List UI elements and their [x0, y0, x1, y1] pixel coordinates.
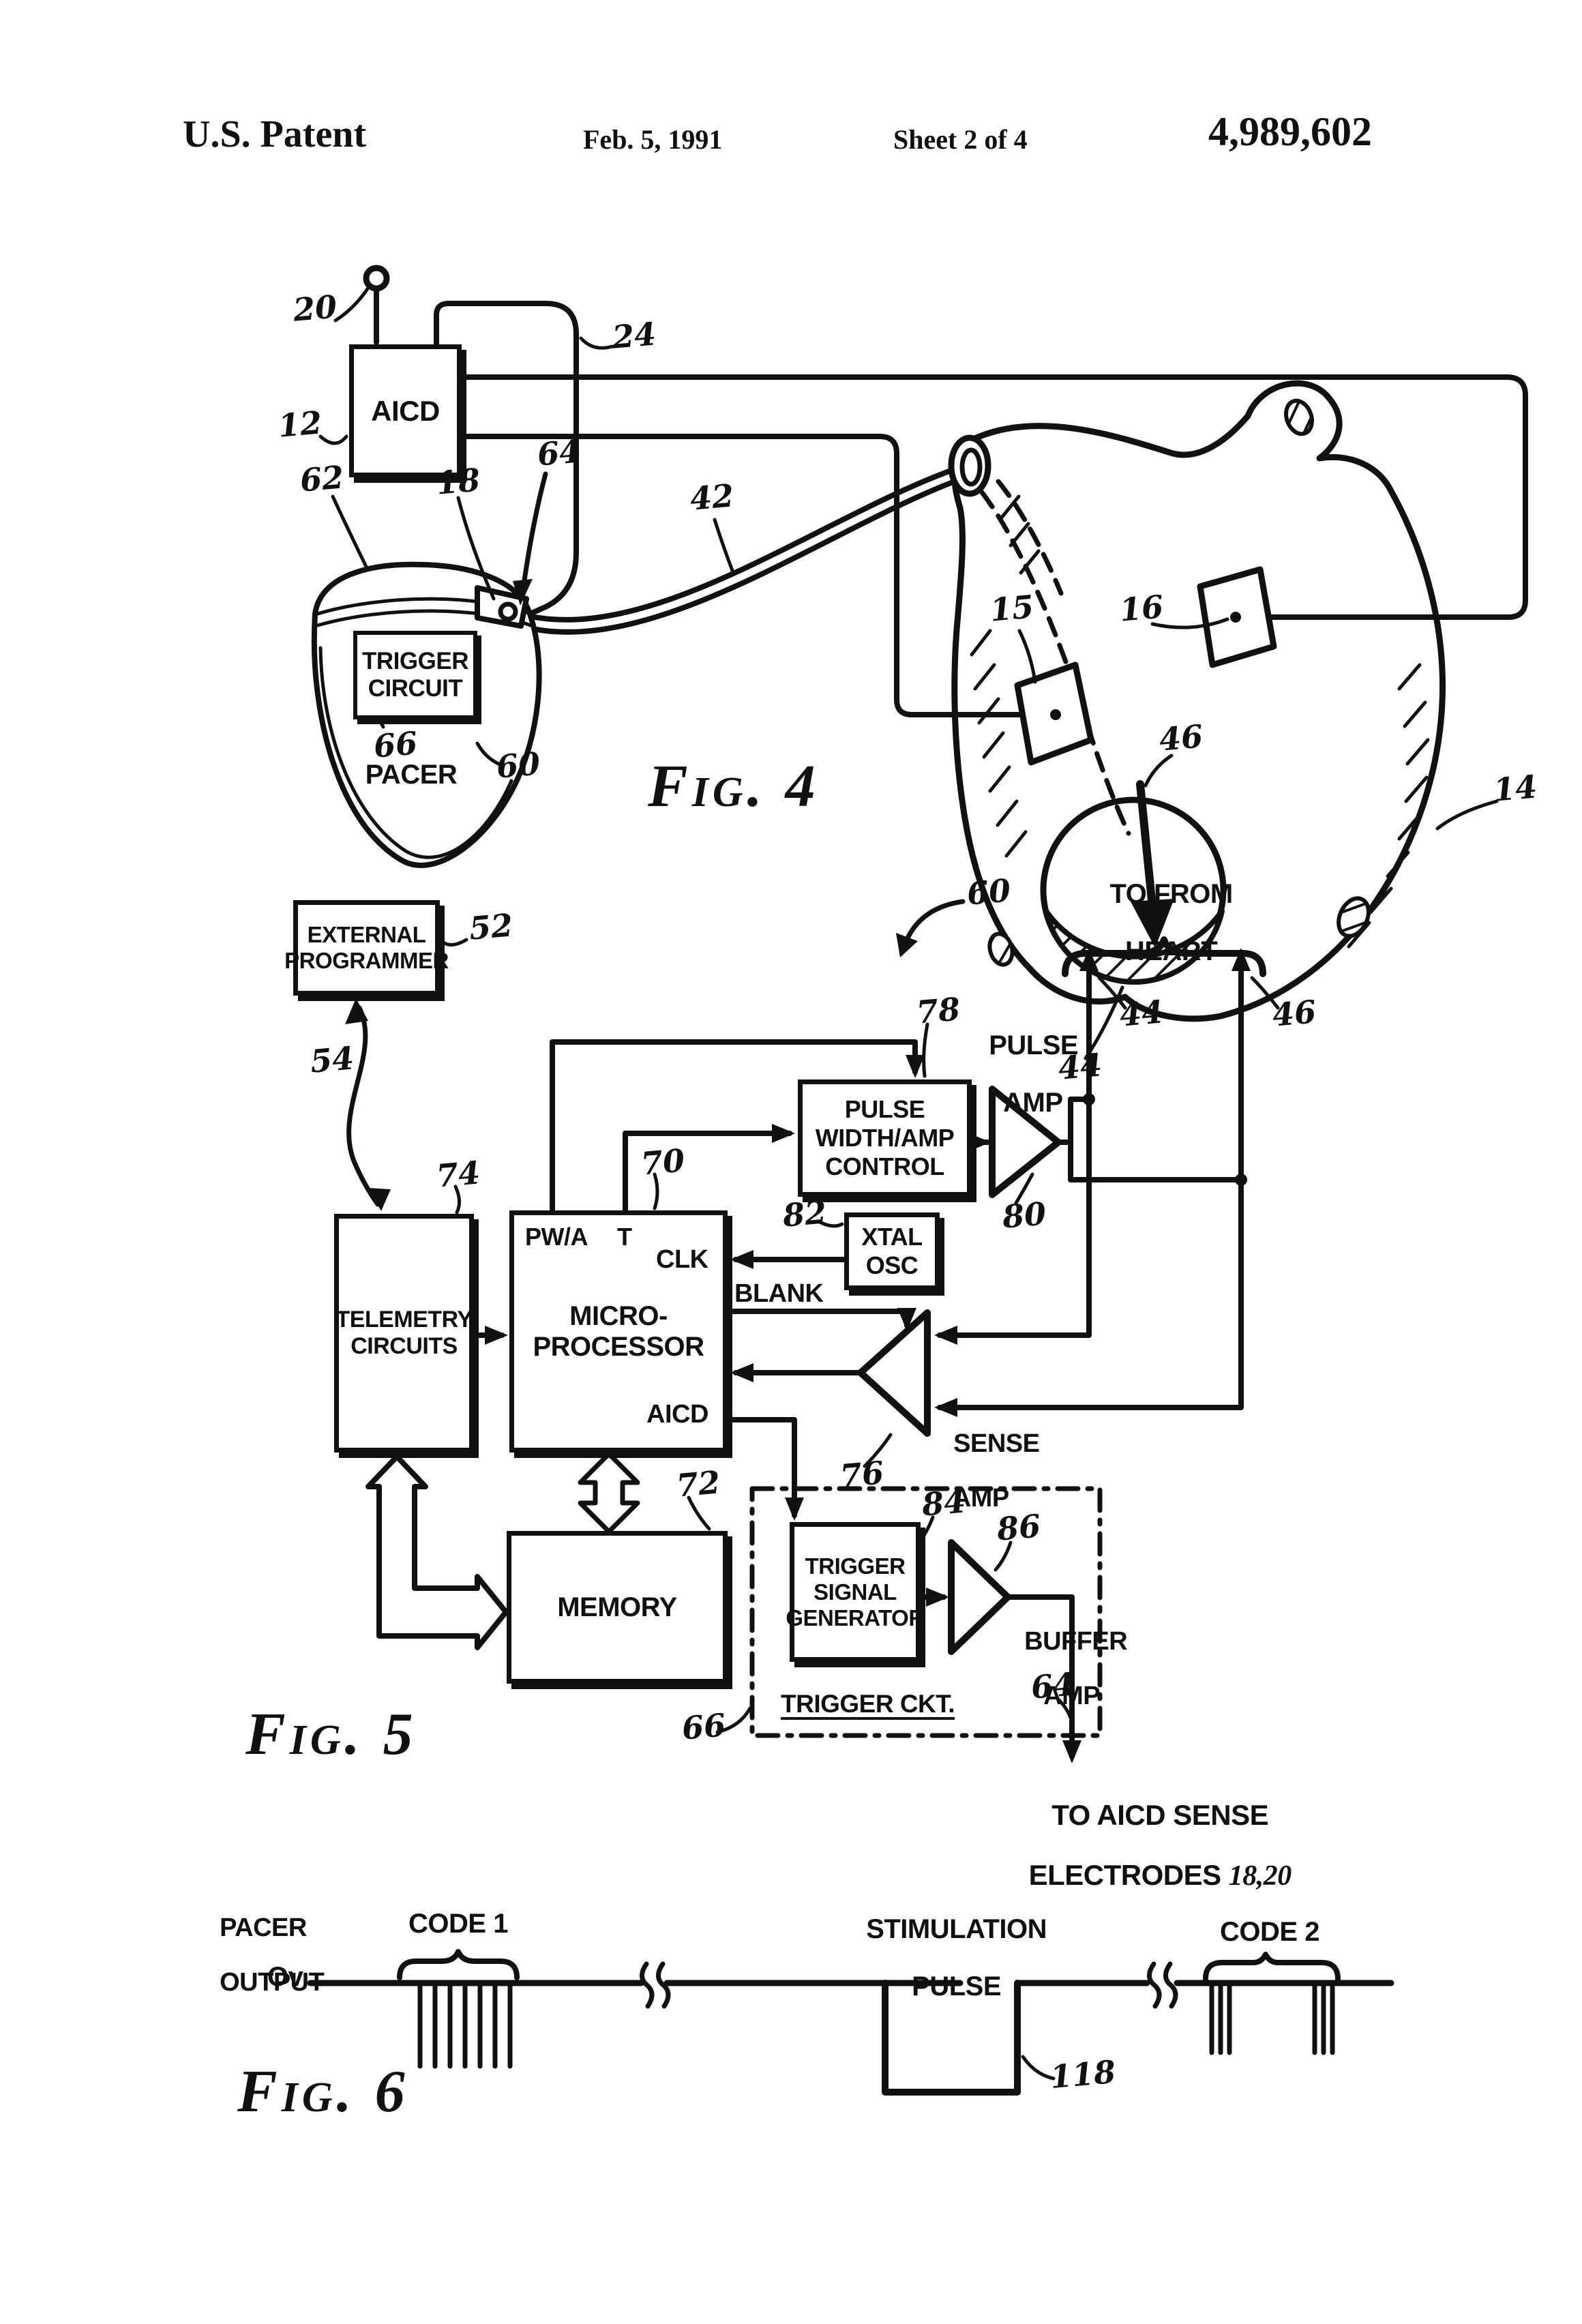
- code1-label: CODE 1: [408, 1909, 508, 1939]
- aicd-trigger-line: [725, 1417, 797, 1518]
- aicd-box-label: AICD: [371, 394, 440, 427]
- fig6-label: Fig. 6: [237, 2059, 409, 2125]
- microprocessor-box: MICRO- PROCESSOR: [509, 1210, 728, 1452]
- ref-18: 18: [434, 461, 482, 502]
- micro-pin-clk: CLK: [656, 1245, 708, 1274]
- wire-64: [434, 301, 579, 622]
- ref-24: 24: [610, 315, 658, 356]
- ref-78: 78: [914, 990, 962, 1031]
- telemetry-memory-block-arrow: [365, 1454, 509, 1650]
- xtal-osc-box: XTAL OSC: [844, 1212, 940, 1290]
- ref-60-fig5: 60: [965, 872, 1013, 912]
- ref-46-fig5: 46: [1270, 993, 1318, 1034]
- trigger-signal-generator-box: TRIGGER SIGNAL GENERATOR: [786, 1522, 925, 1662]
- ref-84: 84: [920, 1483, 968, 1523]
- stimulation-pulse-label: STIMULATION PULSE: [866, 1914, 1047, 2001]
- pacing-lead-42: [517, 466, 957, 623]
- wire-to-patch-16: [459, 374, 1528, 620]
- ref-20: 20: [291, 288, 339, 329]
- ref-64-fig5: 64: [1029, 1665, 1077, 1706]
- ref-66-fig4: 66: [372, 724, 419, 765]
- ref-16: 16: [1118, 588, 1165, 629]
- electrode-line-44: [937, 953, 1092, 1338]
- pacer-output-label: PACER OUTPUT: [220, 1913, 325, 1997]
- micro-pin-pwa: PW/A: [525, 1223, 588, 1251]
- ref-54: 54: [308, 1039, 356, 1080]
- patent-header-date: Feb. 5, 1991: [583, 124, 723, 155]
- buffer-amp-label: BUFFER AMP: [1024, 1626, 1128, 1710]
- ref-74: 74: [434, 1154, 482, 1195]
- ref-52: 52: [467, 906, 515, 947]
- fig5-label: Fig. 5: [245, 1701, 417, 1768]
- pacer-label: PACER: [365, 760, 458, 790]
- ref-66-fig5: 66: [680, 1706, 728, 1747]
- buffer-amp-triangle: [948, 1539, 1011, 1655]
- stimulation-pulse-wave: [882, 1980, 1021, 2096]
- pulse-width-amp-control-box: PULSE WIDTH/AMP CONTROL: [798, 1079, 972, 1197]
- to-from-heart-brace: [1062, 936, 1266, 977]
- patent-header-number: 4,989,602: [1208, 109, 1372, 154]
- pulse-amp-triangle: [989, 1086, 1062, 1198]
- patent-header-sheet: Sheet 2 of 4: [893, 124, 1028, 155]
- ref-118: 118: [1048, 2053, 1118, 2096]
- telemetry-link-arrow-54: [346, 1005, 380, 1207]
- ref-70: 70: [639, 1142, 687, 1182]
- code1-pulses: [417, 1980, 513, 2069]
- ref-46-fig4: 46: [1157, 717, 1205, 758]
- memory-box: MEMORY: [507, 1531, 728, 1684]
- code2-pulses: [1209, 1980, 1335, 2055]
- to-from-heart-label: TO/FROM HEART: [1109, 879, 1234, 966]
- fig6-artwork: [307, 1949, 1394, 2096]
- ref-82: 82: [781, 1193, 829, 1234]
- ref-42: 42: [688, 477, 736, 518]
- sense-amp-triangle: [857, 1309, 931, 1437]
- aicd-box: AICD: [349, 344, 462, 477]
- buffer-output-line: [1005, 1594, 1075, 1759]
- ref-62: 62: [298, 458, 346, 499]
- telemetry-circuits-box: TELEMETRY CIRCUITS: [334, 1214, 474, 1452]
- ref-86: 86: [995, 1507, 1043, 1548]
- aicd-electrode-20-icon: [363, 265, 390, 292]
- trigger-ckt-dashed-box: [749, 1486, 1103, 1738]
- ref-64-fig4: 64: [535, 432, 583, 473]
- sense-amp-label: SENSE AMP: [952, 1429, 1040, 1513]
- code2-label: CODE 2: [1220, 1917, 1319, 1947]
- patent-header-title: U.S. Patent: [183, 113, 367, 155]
- fig5-artwork: [345, 899, 1280, 1763]
- electrode-line-46: [937, 953, 1244, 1410]
- t-wire: [623, 1131, 792, 1213]
- blank-line: [725, 1309, 910, 1328]
- micro-pin-t: T: [617, 1223, 632, 1251]
- pacer-electrode-18-icon: [498, 601, 518, 622]
- ref-15: 15: [988, 588, 1036, 629]
- ref-72: 72: [674, 1463, 722, 1504]
- memory-bidir-arrow: [578, 1451, 640, 1534]
- trigger-circuit-box: TRIGGER CIRCUIT: [353, 631, 477, 719]
- external-programmer-box: EXTERNAL PROGRAMMER: [284, 900, 449, 996]
- ref-80: 80: [1000, 1195, 1048, 1236]
- pulse-amp-label: PULSE AMP: [989, 1030, 1079, 1118]
- ref-14: 14: [1491, 768, 1539, 809]
- blank-label: BLANK: [734, 1279, 824, 1308]
- ref-60-fig4: 60: [494, 745, 542, 786]
- ref-12: 12: [276, 404, 324, 445]
- zero-volts-label: Ov: [267, 1962, 303, 1992]
- micro-pin-aicd: AICD: [646, 1400, 708, 1429]
- to-aicd-sense-label: TO AICD SENSE ELECTRODES 18,20: [1028, 1799, 1292, 1892]
- ref-44-fig5: 44: [1118, 993, 1165, 1034]
- arrow-46: [1136, 780, 1156, 911]
- ref-76: 76: [838, 1454, 886, 1495]
- trigger-ckt-label: TRIGGER CKT.: [781, 1690, 955, 1718]
- wire-to-patch-15: [459, 434, 1054, 717]
- fig4-label: Fig. 4: [648, 754, 820, 820]
